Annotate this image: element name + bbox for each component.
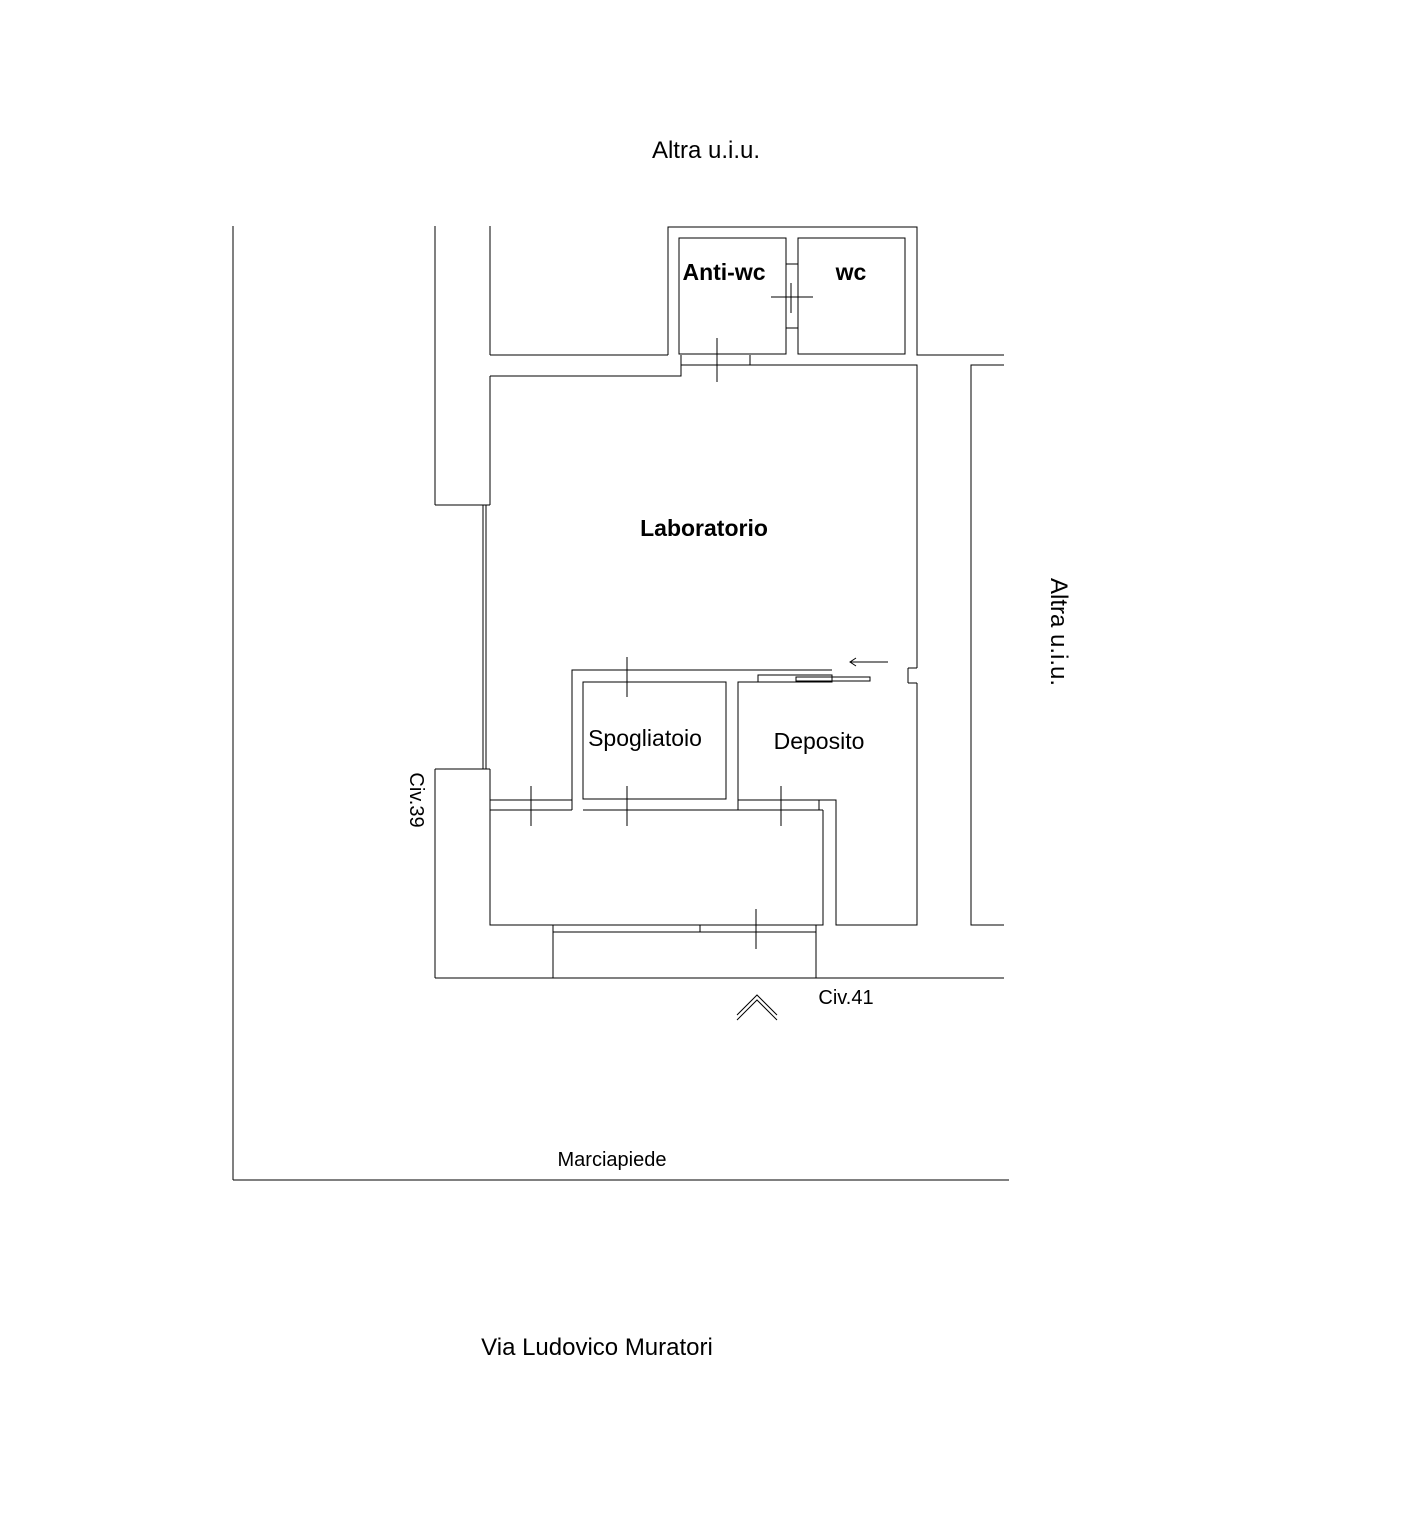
inner-rooms	[490, 657, 832, 826]
left-window	[435, 376, 491, 810]
neighbor-right-label: Altra u.i.u.	[1045, 578, 1072, 686]
entrance-vestibule	[489, 810, 824, 978]
wc-block	[667, 226, 1004, 382]
right-neighbor-wall	[970, 364, 1004, 926]
site-boundary	[232, 226, 1009, 1181]
laboratorio-walls	[490, 364, 918, 926]
entrance-arrow-icon	[736, 994, 778, 1021]
anti-wc-label: Anti-wc	[682, 259, 765, 285]
deposito-label: Deposito	[774, 728, 865, 754]
civ39-label: Civ.39	[405, 772, 427, 827]
wc-label: wc	[835, 259, 867, 285]
neighbor-top-label: Altra u.i.u.	[652, 137, 760, 164]
civ41-label: Civ.41	[818, 987, 873, 1009]
marciapiede-label: Marciapiede	[558, 1149, 667, 1171]
laboratorio-label: Laboratorio	[640, 515, 768, 541]
street-label: Via Ludovico Muratori	[481, 1334, 713, 1361]
sliding-door	[757, 657, 888, 683]
street-front-wall	[434, 226, 1004, 979]
spogliatoio-label: Spogliatoio	[588, 725, 702, 751]
